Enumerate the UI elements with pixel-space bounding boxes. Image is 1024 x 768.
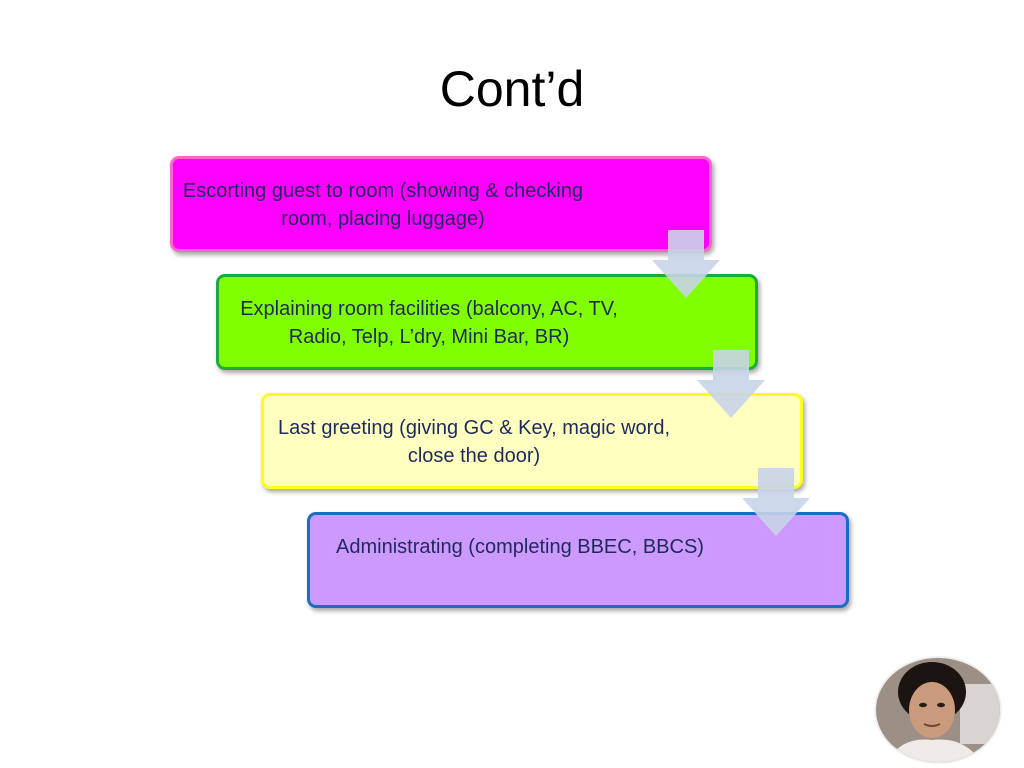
down-arrow-icon: [652, 230, 720, 298]
presenter-photo: [874, 656, 1002, 764]
process-step-2-text: Explaining room facilities (balcony, AC,…: [240, 298, 618, 348]
process-step-2: Explaining room facilities (balcony, AC,…: [216, 274, 758, 370]
process-step-3: Last greeting (giving GC & Key, magic wo…: [261, 393, 803, 489]
process-step-1: Escorting guest to room (showing & check…: [170, 156, 712, 252]
process-step-1-text: Escorting guest to room (showing & check…: [182, 180, 584, 230]
down-arrow-icon: [697, 350, 765, 418]
slide-title: Cont’d: [439, 61, 585, 117]
process-step-4-text: Administrating (completing BBEC, BBCS): [336, 536, 704, 558]
process-step-3-text: Last greeting (giving GC & Key, magic wo…: [277, 417, 671, 467]
presenter-face: [909, 682, 955, 738]
down-arrow-icon: [742, 468, 810, 536]
process-step-4: Administrating (completing BBEC, BBCS): [307, 512, 849, 608]
